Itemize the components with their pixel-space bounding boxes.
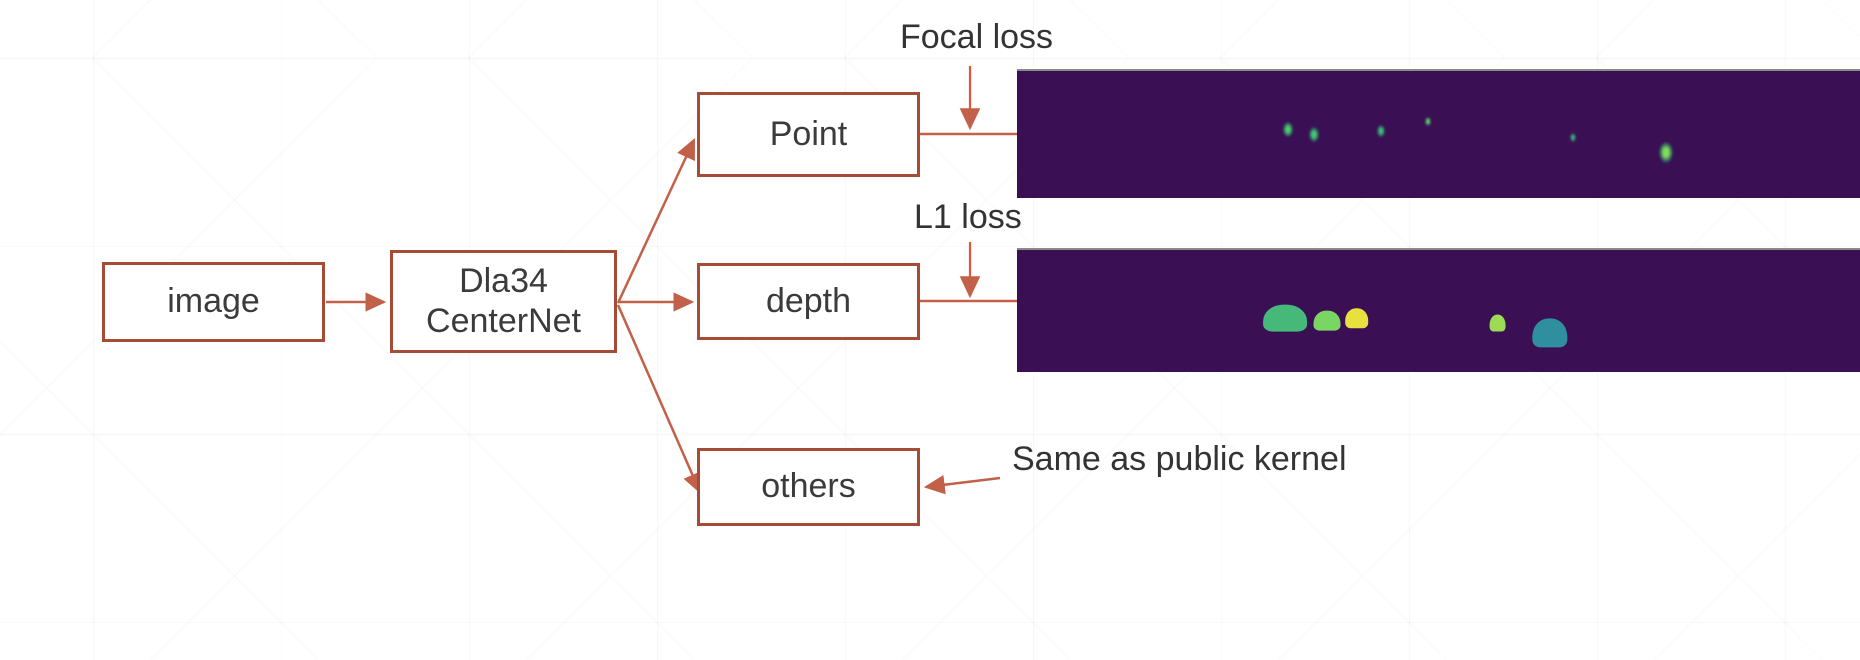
depth-blob xyxy=(1344,308,1369,329)
annotation-same-as-public-kernel: Same as public kernel xyxy=(1012,440,1347,478)
annotation-focal-loss: Focal loss xyxy=(900,18,1054,56)
node-depth[interactable]: depth xyxy=(697,263,920,340)
node-backbone[interactable]: Dla34 CenterNet xyxy=(390,250,617,353)
edge-backbone-to-others xyxy=(616,304,702,495)
node-depth-label: depth xyxy=(765,281,852,320)
heatmap-peak xyxy=(1570,132,1577,142)
node-backbone-label: Dla34 CenterNet xyxy=(426,262,581,340)
depth-blob xyxy=(1532,318,1568,348)
node-others-label: others xyxy=(761,467,856,506)
heatmap-peak xyxy=(1283,121,1294,137)
depth-blob xyxy=(1263,304,1307,332)
node-point[interactable]: Point xyxy=(697,92,920,177)
depth-blob xyxy=(1489,314,1506,332)
annotation-l1-loss: L1 loss xyxy=(914,198,1022,236)
node-others[interactable]: others xyxy=(697,448,920,526)
node-image[interactable]: image xyxy=(102,262,325,342)
node-image-label: image xyxy=(167,282,260,321)
depth-map-output xyxy=(1017,248,1860,372)
point-heatmap-output xyxy=(1017,69,1860,198)
heatmap-peak xyxy=(1308,127,1319,142)
node-point-label: Point xyxy=(769,114,848,153)
edge-same-kernel-arrow xyxy=(923,475,1001,495)
heatmap-peak xyxy=(1377,124,1386,137)
heatmap-peak xyxy=(1424,117,1431,127)
heatmap-peak xyxy=(1659,141,1674,163)
depth-blob xyxy=(1313,310,1341,332)
edge-backbone-to-point xyxy=(616,137,696,304)
